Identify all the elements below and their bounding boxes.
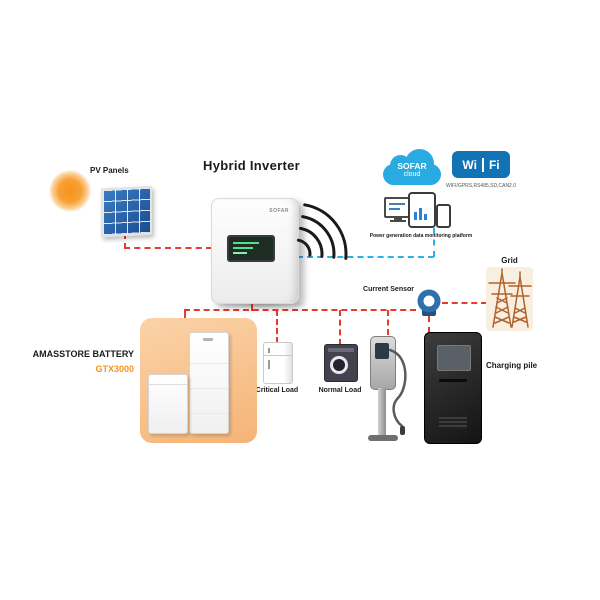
monitoring-platform-label: Power generation data monitoring platfor… xyxy=(369,233,473,239)
critical-load-label: Critical Load xyxy=(255,387,299,394)
current-sensor-icon xyxy=(417,289,441,316)
current-sensor-label: Current Sensor xyxy=(363,286,414,293)
normal-load-label: Normal Load xyxy=(318,387,362,394)
transmission-towers xyxy=(488,268,532,328)
pv-to-inverter-line-vertical xyxy=(124,233,126,249)
monitor-stand xyxy=(394,216,402,220)
charging-pile-slot xyxy=(439,379,467,382)
inverter-brand-label: SOFAR xyxy=(269,208,289,214)
battery-cabinet-tall xyxy=(189,332,229,434)
battery-title-label: AMASSTORE BATTERY xyxy=(32,349,134,359)
main-bus-line xyxy=(184,309,416,311)
grid-towers-icon xyxy=(486,267,533,331)
tablet-icon xyxy=(408,192,436,228)
ev-charger-cable xyxy=(388,348,407,435)
grid-label: Grid xyxy=(501,256,518,265)
inverter-to-monitoring-line-vertical xyxy=(433,228,435,257)
inverter-screen xyxy=(227,235,275,262)
cloud-brand-label: SOFAR xyxy=(397,161,427,171)
cloud-word-label: cloud xyxy=(403,171,421,178)
charging-pile-icon xyxy=(424,332,482,444)
cloud-shape xyxy=(383,149,441,185)
sensor-to-grid-line xyxy=(442,302,487,304)
pv-panel-icon xyxy=(101,185,152,238)
sensor-to-charging-pile-line xyxy=(428,316,430,333)
wifi-logo: Wi Fi xyxy=(452,151,510,178)
battery-model-label: GTX3000 xyxy=(95,364,134,374)
sun-icon xyxy=(49,170,91,212)
bus-to-battery-line xyxy=(184,310,186,320)
fridge-icon xyxy=(263,342,293,384)
wifi-fi-label: Fi xyxy=(481,157,500,172)
bus-to-ev-charger-line xyxy=(387,310,389,335)
inverter-to-bus-line xyxy=(251,302,253,311)
sofar-cloud-icon: SOFAR cloud xyxy=(381,149,443,189)
phone-icon xyxy=(436,204,451,228)
inverter-device: SOFAR xyxy=(211,198,299,304)
battery-cabinet-short xyxy=(148,374,188,434)
bus-to-critical-load-line xyxy=(276,310,278,343)
battery-cabinet-logo xyxy=(203,338,213,341)
wifi-signal-icon xyxy=(296,203,348,260)
protocols-label: WIFI/GPRS,RS485,SD,CAN2.0 xyxy=(445,183,517,189)
ev-charger-icon xyxy=(368,334,418,446)
bus-to-normal-load-line xyxy=(339,310,341,345)
washing-machine-icon xyxy=(324,344,358,382)
monitor-base xyxy=(390,220,406,222)
charging-pile-label: Charging pile xyxy=(486,361,538,370)
ev-charger-pole xyxy=(378,388,386,436)
ev-charger-base xyxy=(368,435,398,441)
inverter-shadow xyxy=(214,299,310,309)
wifi-wi-label: Wi xyxy=(462,157,477,172)
charging-pile-screen xyxy=(437,345,471,371)
hybrid-inverter-title: Hybrid Inverter xyxy=(203,158,300,173)
pv-panels-label: PV Panels xyxy=(90,166,129,175)
inverter-to-monitoring-line-horizontal xyxy=(297,256,434,258)
charging-pile-vent xyxy=(439,415,467,429)
ev-charger-screen xyxy=(375,343,389,359)
pv-to-inverter-line-horizontal xyxy=(124,247,212,249)
